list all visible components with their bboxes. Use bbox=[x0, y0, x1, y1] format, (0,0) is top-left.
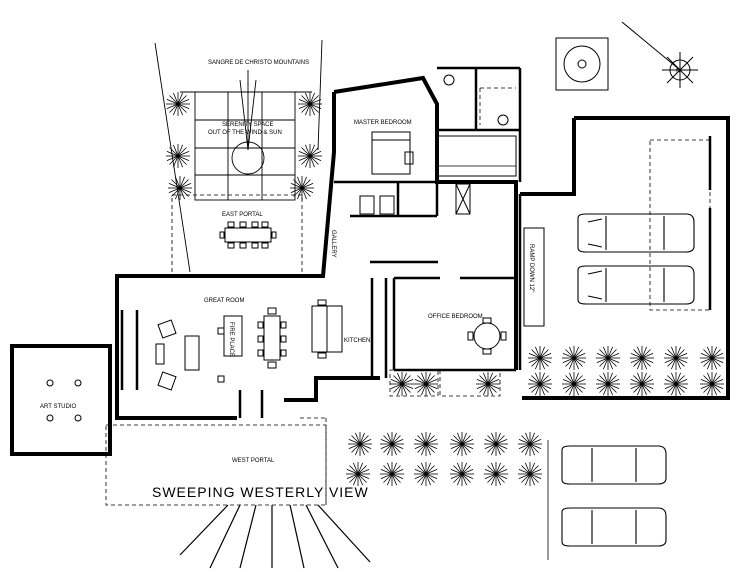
plant-icon bbox=[562, 372, 586, 396]
plant-icon bbox=[298, 92, 322, 116]
plant-icon bbox=[484, 432, 508, 456]
plant-icon bbox=[414, 462, 438, 486]
dashed-outlines bbox=[105, 87, 711, 506]
plant-icon bbox=[298, 144, 322, 168]
plant-icon bbox=[596, 372, 620, 396]
plant-icon bbox=[528, 372, 552, 396]
plant-icon bbox=[528, 346, 552, 370]
plant-icon bbox=[700, 372, 724, 396]
courtyard bbox=[154, 39, 323, 273]
plant-icon bbox=[348, 432, 372, 456]
label-office-bedroom: OFFICE BEDROOM bbox=[428, 314, 483, 320]
label-kitchen: KITCHEN bbox=[344, 338, 370, 344]
label-ramp: RAMP DOWN 12" bbox=[528, 244, 534, 292]
plant-icon bbox=[380, 462, 404, 486]
label-sangre: SANGRE DE CHRISTO MOUNTAINS bbox=[208, 60, 309, 66]
plant-icon bbox=[518, 462, 542, 486]
plant-icon bbox=[450, 432, 474, 456]
plant-icon bbox=[664, 372, 688, 396]
plant-icon bbox=[562, 346, 586, 370]
plant-icon bbox=[630, 372, 654, 396]
plant-icon bbox=[664, 346, 688, 370]
north-arrow-icon: N bbox=[621, 21, 698, 88]
label-great-room: GREAT ROOM bbox=[204, 298, 244, 304]
room-labels: SANGRE DE CHRISTO MOUNTAINS SERENITY SPA… bbox=[40, 60, 534, 500]
label-fireplace: FIRE PLACE bbox=[228, 322, 234, 357]
interior-walls bbox=[120, 66, 712, 418]
landscape-plants bbox=[166, 92, 724, 486]
plant-icon bbox=[484, 462, 508, 486]
furniture bbox=[46, 37, 609, 422]
plant-icon bbox=[518, 432, 542, 456]
label-serenity: SERENITY SPACE bbox=[222, 122, 273, 128]
plant-icon bbox=[290, 176, 314, 200]
plant-icon bbox=[166, 92, 190, 116]
view-rays bbox=[179, 504, 371, 569]
label-east-portal: EAST PORTAL bbox=[222, 212, 263, 218]
vehicles bbox=[561, 213, 695, 547]
plant-icon bbox=[390, 372, 414, 396]
svg-text:N: N bbox=[676, 68, 681, 75]
plant-icon bbox=[414, 372, 438, 396]
plant-icon bbox=[630, 346, 654, 370]
plant-icon bbox=[346, 462, 370, 486]
plant-icon bbox=[414, 432, 438, 456]
plant-icon bbox=[700, 346, 724, 370]
plant-icon bbox=[596, 346, 620, 370]
label-master-bedroom: MASTER BEDROOM bbox=[354, 120, 412, 126]
label-art-studio: ART STUDIO bbox=[40, 404, 76, 410]
plant-icon bbox=[450, 462, 474, 486]
label-serenity-sub: OUT OF THE WIND & SUN bbox=[208, 130, 282, 136]
plant-icon bbox=[476, 372, 500, 396]
label-gallery: GALLERY bbox=[330, 230, 336, 258]
plant-icon bbox=[168, 176, 192, 200]
label-westerly-view: SWEEPING WESTERLY VIEW bbox=[152, 484, 369, 500]
plant-icon bbox=[166, 144, 190, 168]
plant-icon bbox=[380, 432, 404, 456]
label-west-portal: WEST PORTAL bbox=[232, 458, 275, 464]
